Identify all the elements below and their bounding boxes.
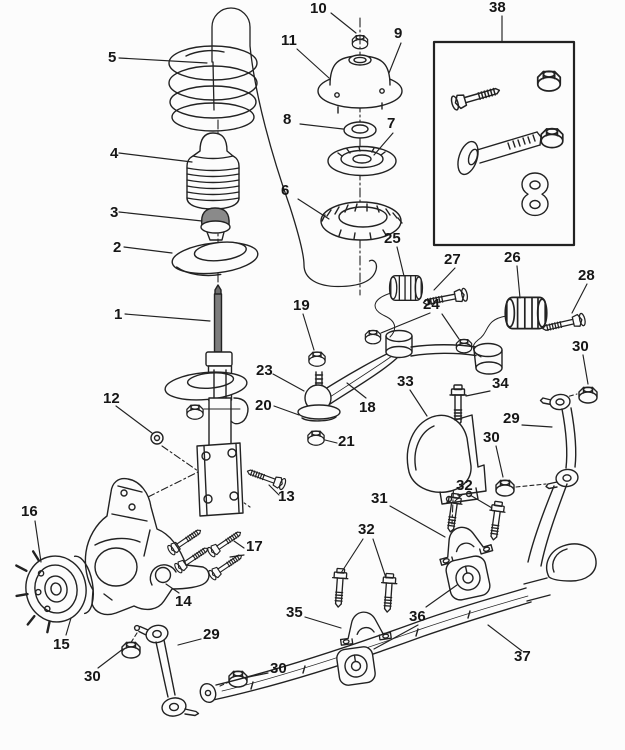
callout-38: 38 [489, 0, 506, 16]
callout-29-left: 29 [203, 626, 220, 643]
callout-13: 13 [278, 488, 295, 505]
callout-7: 7 [387, 115, 396, 132]
callout-11: 11 [281, 32, 297, 49]
callout-30-left: 30 [84, 668, 101, 685]
callout-5: 5 [108, 49, 117, 66]
callout-28: 28 [578, 267, 595, 284]
callout-19: 19 [293, 297, 310, 314]
callout-37: 37 [514, 648, 531, 665]
callout-35: 35 [286, 604, 303, 621]
callout-12: 12 [103, 390, 120, 407]
strut-hardware-drawing [150, 404, 288, 491]
callout-6: 6 [281, 182, 290, 199]
callout-4: 4 [110, 145, 119, 162]
bar-clamps-bushings-drawing [329, 492, 507, 686]
callout-18: 18 [359, 399, 376, 416]
callout-leaders [34, 12, 589, 679]
knuckle-drawing [84, 477, 210, 616]
hub-bearing-drawing [15, 550, 94, 634]
callout-36: 36 [409, 608, 426, 625]
callout-29-right: 29 [503, 410, 520, 427]
callout-34: 34 [492, 375, 509, 392]
callout-16: 16 [21, 503, 38, 520]
callout-24: 24 [423, 296, 440, 313]
coil-spring-drawing [168, 45, 258, 132]
hardware-kit-box-drawing [432, 40, 576, 247]
callout-25: 25 [384, 230, 401, 247]
callout-20: 20 [255, 397, 272, 414]
callout-32-lower: 32 [358, 521, 375, 538]
callout-26: 26 [504, 249, 521, 266]
jounce-bumper-drawing [200, 207, 231, 241]
isolator-bracket-drawing [406, 384, 487, 505]
callout-23: 23 [256, 362, 273, 379]
callout-1: 1 [114, 306, 123, 323]
strut-drawing [164, 284, 249, 517]
spring-seat-drawing [171, 241, 259, 277]
callout-9: 9 [394, 25, 403, 42]
callout-14: 14 [175, 593, 192, 610]
callout-27: 27 [444, 251, 461, 268]
callout-32-upper: 32 [456, 477, 473, 494]
control-arm-drawing [297, 274, 587, 446]
dust-boot-drawing [186, 132, 240, 210]
callout-2: 2 [113, 239, 122, 256]
callout-3: 3 [110, 204, 119, 221]
callout-30-bottom: 30 [270, 660, 287, 677]
stabilizer-link-right-drawing [539, 393, 579, 490]
callout-30-right: 30 [572, 338, 589, 355]
strut-mount-stack-drawing [317, 34, 403, 241]
stabilizer-link-left-drawing [133, 624, 200, 717]
callout-8: 8 [283, 111, 292, 128]
callout-33: 33 [397, 373, 414, 390]
callout-30-mid: 30 [483, 429, 500, 446]
callout-10: 10 [310, 0, 327, 17]
callout-21: 21 [338, 433, 355, 450]
stabilizer-bar-drawing [199, 483, 597, 704]
callout-15: 15 [53, 636, 70, 653]
callout-17: 17 [246, 538, 263, 555]
callout-31: 31 [371, 490, 388, 507]
